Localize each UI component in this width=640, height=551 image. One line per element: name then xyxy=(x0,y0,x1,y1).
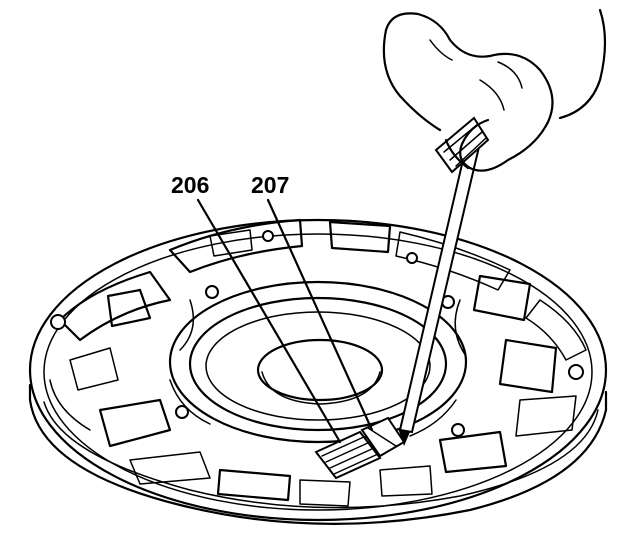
leader-line-206 xyxy=(196,198,342,444)
bolt-holes xyxy=(50,230,584,437)
fluid-passages xyxy=(49,218,587,507)
callout-label-207: 207 xyxy=(251,172,290,198)
pump-cover-plate xyxy=(28,218,608,525)
screwdriver-tool xyxy=(398,116,490,446)
callout-label-206: 206 xyxy=(171,172,210,198)
leader-line-207 xyxy=(266,198,374,432)
leader-lines xyxy=(196,198,374,444)
hand xyxy=(382,8,607,172)
